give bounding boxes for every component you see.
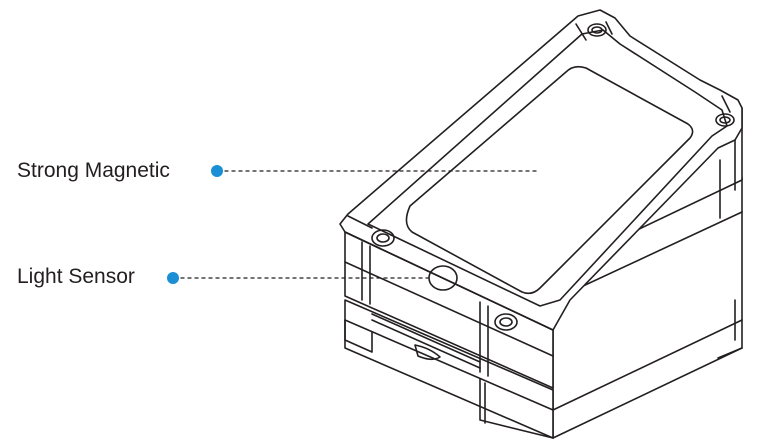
callout-label-strong-magnetic: Strong Magnetic xyxy=(17,159,170,182)
device-lid xyxy=(339,9,743,389)
screw-holes xyxy=(371,23,735,331)
callout-label-light-sensor: Light Sensor xyxy=(17,265,135,288)
marker-dot-strong-magnetic xyxy=(211,165,223,177)
callout-leaders xyxy=(173,170,541,279)
marker-dot-light-sensor xyxy=(167,272,179,284)
